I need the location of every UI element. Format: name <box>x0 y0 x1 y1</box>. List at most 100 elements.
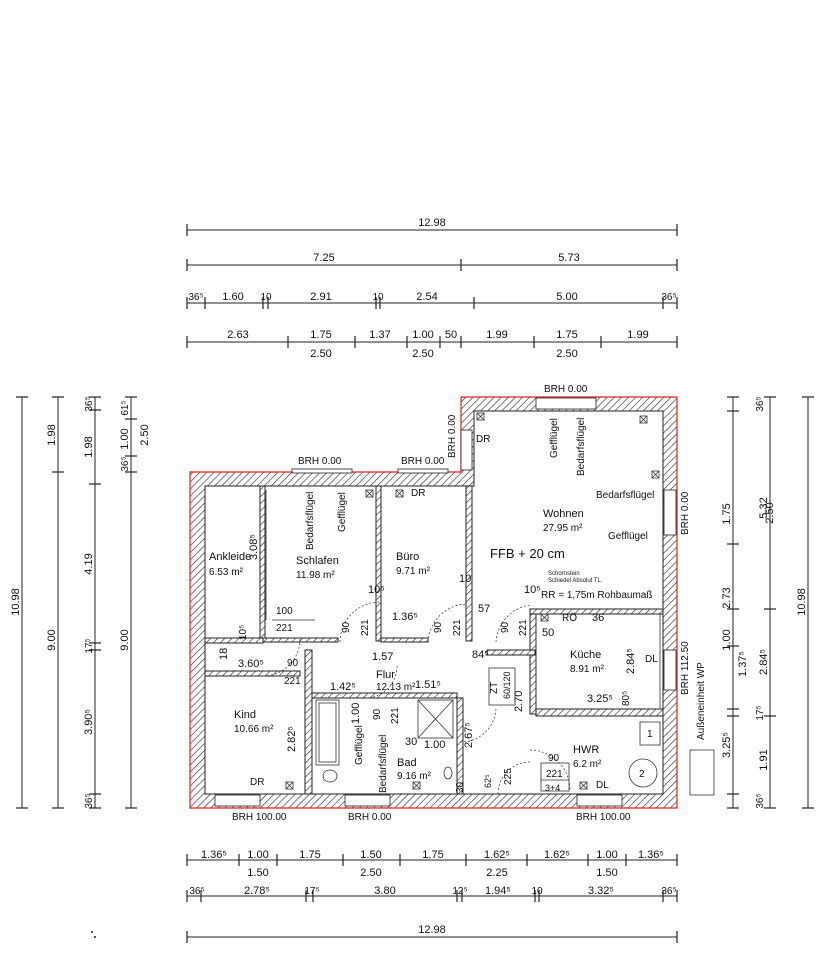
room-area-bad: 9.16 m² <box>397 771 432 782</box>
inner-dim: 50 <box>542 627 554 639</box>
inner-dim: 2.82⁵ <box>286 726 298 752</box>
opening-size: 221 <box>390 707 401 724</box>
room-area-wohnen: 27.95 m² <box>543 523 583 534</box>
dim-bot1-3: 1.50 <box>360 849 381 861</box>
dim-bot2-3: 3.80 <box>374 885 395 897</box>
brh-label: BRH 0.00 <box>544 384 588 395</box>
inner-dim: 1.42⁵ <box>330 681 356 693</box>
dim-top3-2: 10 <box>260 292 272 303</box>
annotations: BRH 0.00 BRH 0.00 BRH 0.00 BRH 0.00 BRH … <box>218 384 707 823</box>
dim-top3-0: 36⁵ <box>188 292 203 303</box>
dim-top4-0: 2.63 <box>227 329 248 341</box>
dim-right-mid-2: 2.84⁵ <box>758 649 770 675</box>
dim-left-mid-0: 1.98 <box>46 424 58 445</box>
room-area-schlafen: 11.98 m² <box>296 570 335 581</box>
dim-right-inner-0: 36⁵ <box>755 396 766 411</box>
overall-height-left: 10.98 <box>10 588 22 616</box>
dim-bot1-0: 1.36⁵ <box>201 849 227 861</box>
room-name-wohnen: Wohnen <box>543 508 584 520</box>
dr-label: DR <box>411 488 425 499</box>
brh-label: BRH 0.00 <box>680 491 691 535</box>
bottom-dimensions: 1.36⁵ 1.00 1.75 1.50 1.75 1.62⁵ 1.62⁵ 1.… <box>91 849 678 943</box>
room-name-bad: Bad <box>397 757 417 769</box>
inner-dim: 18 <box>218 648 230 660</box>
inner-dim: 30 <box>455 781 466 793</box>
dim-bot2-4: 12⁵ <box>452 886 467 897</box>
outdoor-unit <box>689 749 715 796</box>
inner-dim: 36 <box>592 612 604 624</box>
dim-left-inner-4: 3.90⁵ <box>83 709 95 735</box>
room-name-kind: Kind <box>234 709 256 721</box>
opening-size: 225 <box>503 768 514 785</box>
inner-dim: 3.25⁵ <box>587 693 613 705</box>
dim-top3-6: 5.00 <box>556 291 577 303</box>
room-name-kueche: Küche <box>570 649 601 661</box>
dim-bot1-4: 1.75 <box>422 849 443 861</box>
room-name-buero: Büro <box>396 551 419 563</box>
dim-bot2-1: 2.78⁵ <box>244 885 270 897</box>
dim-top4b-2: 2.50 <box>556 348 577 360</box>
inner-dim: 2.70 <box>513 691 525 712</box>
door-swings <box>262 601 571 795</box>
dim-left-col3-1: 1.00 <box>119 428 131 449</box>
overall-height-right: 10.98 <box>796 588 808 616</box>
inner-dim: 62⁵ <box>483 774 493 788</box>
opening-size: 100 <box>276 606 293 617</box>
room-area-kind: 10.66 m² <box>234 724 274 735</box>
inner-dim: 84⁵ <box>472 649 489 661</box>
inner-dim: 10 <box>459 573 471 585</box>
opening-size: 221 <box>360 619 371 636</box>
inner-dim: 1.51⁵ <box>415 679 441 691</box>
brh-label: BRH 112.50 <box>680 641 691 695</box>
inner-dim: 3.08⁵ <box>248 534 260 560</box>
storage-unit <box>639 721 661 746</box>
opening-size: 90 <box>433 621 444 633</box>
chimney-label: Schornstein <box>548 571 580 577</box>
left-dimensions: 10.98 1.98 9.00 36⁵ 1.98 4.19 17⁵ 3.90⁵ … <box>10 396 151 808</box>
dim-bot1-1: 1.00 <box>247 849 268 861</box>
dim-top2-a: 7.25 <box>313 252 334 264</box>
brh-label: BRH 100.00 <box>232 812 287 823</box>
heat-pump-unit <box>628 758 658 788</box>
dim-bot1-7: 1.00 <box>596 849 617 861</box>
dim-left-inner-2: 4.19 <box>83 553 95 574</box>
zt-label: ZT <box>489 682 500 694</box>
dim-right-mid-0: 2.50 <box>764 502 776 523</box>
inner-dim: 2.84⁵ <box>625 648 637 674</box>
wing-label: Bedarfsflügel <box>576 418 587 476</box>
opening-size: 90 <box>372 708 383 720</box>
opening-size: 221 <box>546 769 563 780</box>
dim-top4b-0: 2.50 <box>310 348 331 360</box>
room-area-flur: 12.13 m² <box>376 682 416 693</box>
overall-width-bottom: 12.98 <box>418 924 446 936</box>
dim-top4-5: 1.99 <box>486 329 507 341</box>
inner-dim: 10⁵ <box>368 584 385 596</box>
dim-bot1b-2: 2.25 <box>486 867 507 879</box>
dim-top4-6: 1.75 <box>556 329 577 341</box>
dim-left-inner-0: 36⁵ <box>84 396 95 411</box>
dr-label: DR <box>250 777 264 788</box>
unit-number: 1 <box>647 729 653 740</box>
dr-label: DR <box>476 434 490 445</box>
room-name-hwr: HWR <box>573 744 599 756</box>
dim-bot1-5: 1.62⁵ <box>484 849 510 861</box>
right-dimensions: 10.98 2.50 5.32 2.84⁵ 36⁵ 1.75 2.73 1.00… <box>721 396 814 809</box>
dim-bot1-8: 1.36⁵ <box>638 849 664 861</box>
inner-dim: 10⁵ <box>524 584 541 596</box>
wing-label: Bedarfsflügel <box>378 735 389 793</box>
inner-dim: 2.67⁵ <box>463 722 475 748</box>
dim-right-inner-4: 1.37⁵ <box>737 651 749 677</box>
dim-top3-3: 2.91 <box>310 291 331 303</box>
dim-bot1-2: 1.75 <box>299 849 320 861</box>
dim-right-inner-1: 1.75 <box>721 503 733 524</box>
room-labels: Ankleide 6.53 m² Schlafen 11.98 m² Büro … <box>209 508 605 782</box>
dim-left-col3-4: 9.00 <box>119 629 131 650</box>
inner-dim: 1.00 <box>350 703 362 724</box>
dim-right-inner-2: 2.73 <box>721 587 733 608</box>
opening-size: 90 <box>287 658 299 669</box>
dim-right-inner-7: 3.25⁵ <box>721 732 733 758</box>
dim-left-col3-2: 36⁵ <box>120 456 131 471</box>
dim-top4-1: 1.75 <box>310 329 331 341</box>
opening-size: 221 <box>518 619 529 636</box>
